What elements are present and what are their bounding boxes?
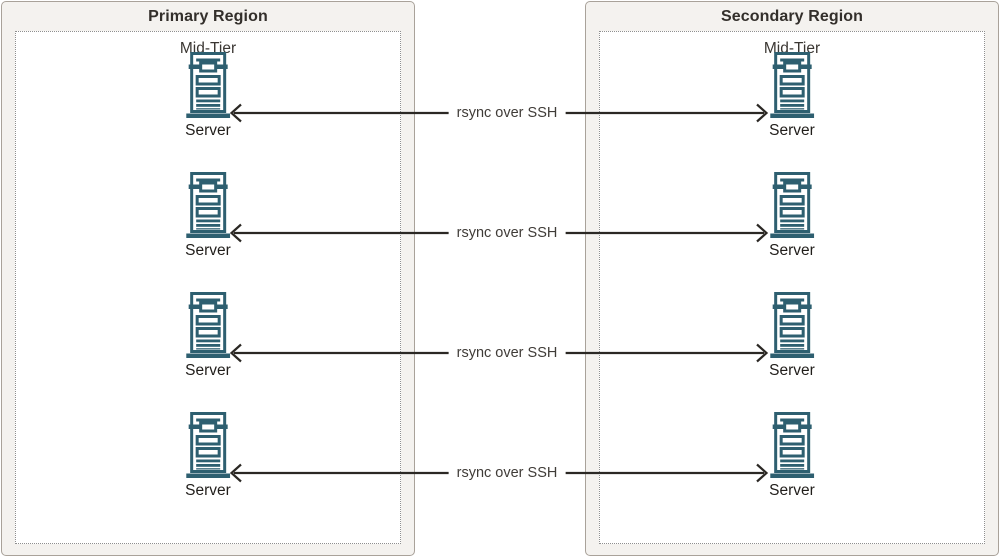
connection-row: rsync over SSH	[229, 461, 769, 485]
connection-label: rsync over SSH	[448, 224, 566, 242]
server-node: Server	[769, 172, 815, 260]
region-primary: Primary Region Mid-Tier	[1, 1, 415, 556]
server-label: Server	[185, 362, 231, 379]
connection-row: rsync over SSH	[229, 341, 769, 365]
server-rack-icon	[770, 52, 814, 118]
connection-row: rsync over SSH	[229, 101, 769, 125]
server-label: Server	[185, 242, 231, 259]
server-node: Server	[769, 52, 815, 140]
server-node: Server	[769, 292, 815, 380]
connection-row: rsync over SSH	[229, 221, 769, 245]
server-rack-icon	[186, 52, 230, 118]
region-secondary: Secondary Region Mid-Tier	[585, 1, 999, 556]
midtier-box-primary: Mid-Tier Serve	[15, 31, 401, 544]
server-node: Server	[769, 412, 815, 500]
server-rack-icon	[186, 292, 230, 358]
midtier-box-secondary: Mid-Tier Serve	[599, 31, 985, 544]
server-node: Server	[185, 292, 231, 380]
server-rack-icon	[186, 172, 230, 238]
server-rack-icon	[770, 292, 814, 358]
server-rack-icon	[770, 172, 814, 238]
server-rack-icon	[770, 412, 814, 478]
server-node: Server	[185, 412, 231, 500]
server-label: Server	[769, 362, 815, 379]
server-rack-icon	[186, 412, 230, 478]
connection-label: rsync over SSH	[448, 464, 566, 482]
region-secondary-title: Secondary Region	[720, 8, 864, 25]
server-node: Server	[185, 52, 231, 140]
region-primary-title: Primary Region	[148, 8, 268, 25]
server-label: Server	[769, 122, 815, 139]
connection-label: rsync over SSH	[448, 344, 566, 362]
server-label: Server	[769, 242, 815, 259]
server-label: Server	[185, 122, 231, 139]
server-label: Server	[185, 482, 231, 499]
connection-label: rsync over SSH	[448, 104, 566, 122]
server-label: Server	[769, 482, 815, 499]
server-node: Server	[185, 172, 231, 260]
